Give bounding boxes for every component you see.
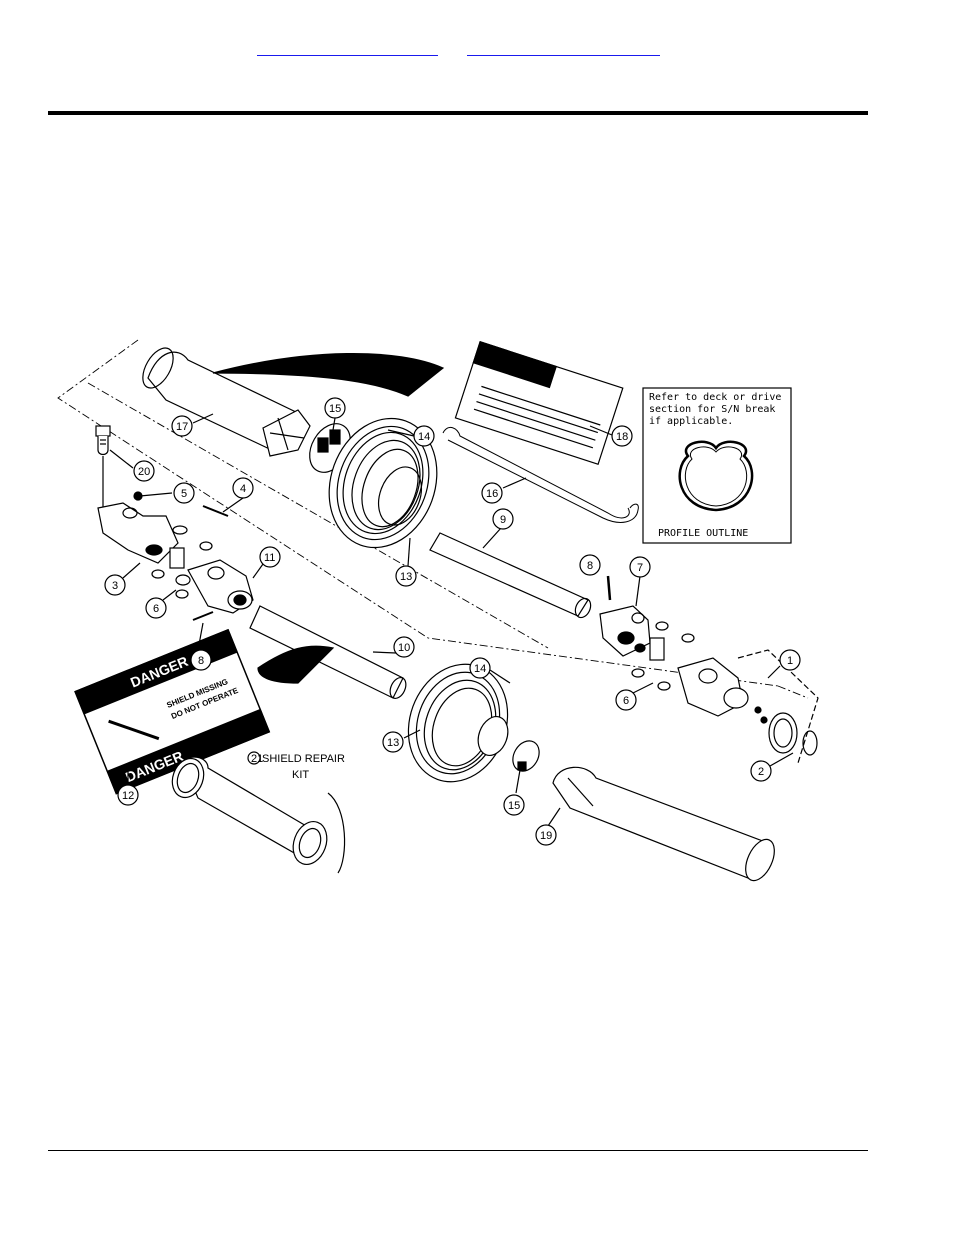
bearing-ring-lower xyxy=(512,740,540,772)
svg-text:4: 4 xyxy=(240,483,246,495)
svg-text:5: 5 xyxy=(181,488,187,500)
shield-repair-kit: 21 SHIELD REPAIR KIT xyxy=(171,751,346,874)
exploded-parts-diagram: Refer to deck or drive section for S/N b… xyxy=(48,338,838,883)
kit-number: 21 xyxy=(251,753,263,765)
inner-shield-cone-lower xyxy=(407,663,509,783)
note-box: Refer to deck or drive section for S/N b… xyxy=(642,387,792,544)
assembly-frame xyxy=(57,339,809,699)
callout-6-right: 6 xyxy=(615,682,654,711)
callout-8-left: 8 xyxy=(190,622,212,671)
svg-text:13: 13 xyxy=(400,571,412,583)
callout-15-lower: 15 xyxy=(503,769,525,816)
callout-14-lower: 14 xyxy=(469,657,511,684)
svg-text:17: 17 xyxy=(176,421,188,433)
callout-18: 18 xyxy=(589,425,633,447)
cross-bearing-right xyxy=(631,621,695,691)
callout-5: 5 xyxy=(139,482,195,504)
callout-20: 20 xyxy=(109,449,155,482)
svg-text:19: 19 xyxy=(540,830,552,842)
footer-rule xyxy=(48,1150,868,1151)
svg-text:2: 2 xyxy=(758,766,764,778)
svg-text:13: 13 xyxy=(387,737,399,749)
yoke-left xyxy=(97,491,229,564)
svg-text:15: 15 xyxy=(508,800,520,812)
svg-text:6: 6 xyxy=(623,695,629,707)
lunger-decal xyxy=(454,341,624,465)
svg-text:16: 16 xyxy=(486,488,498,500)
header-rule xyxy=(48,111,868,115)
note-line-1: Refer to deck or drive xyxy=(649,392,781,403)
yoke-middle xyxy=(187,559,254,621)
callout-11: 11 xyxy=(252,546,281,579)
svg-text:11: 11 xyxy=(264,552,275,564)
cross-bearing-left xyxy=(151,525,213,599)
callout-7: 7 xyxy=(629,556,651,607)
clutch-hub xyxy=(737,649,819,764)
header-link-left[interactable] xyxy=(257,43,438,56)
svg-text:1: 1 xyxy=(787,655,793,667)
safety-chain xyxy=(442,426,639,523)
svg-text:15: 15 xyxy=(329,403,341,415)
svg-text:6: 6 xyxy=(153,603,159,615)
svg-text:14: 14 xyxy=(418,431,430,443)
outer-shield-tube-lower xyxy=(552,766,775,882)
callout-13-lower: 13 xyxy=(382,729,421,753)
svg-text:8: 8 xyxy=(587,560,593,572)
yoke-far-right xyxy=(677,657,768,724)
kit-label-line-2: KIT xyxy=(292,769,309,781)
callout-16: 16 xyxy=(481,477,527,504)
callout-8-right: 8 xyxy=(579,554,601,576)
inner-tube-upper xyxy=(429,532,592,619)
callout-10: 10 xyxy=(372,636,415,658)
outer-shield-tube-upper xyxy=(142,347,445,457)
svg-text:12: 12 xyxy=(122,790,134,802)
note-line-3: if applicable. xyxy=(649,416,733,427)
svg-text:3: 3 xyxy=(112,580,118,592)
svg-text:7: 7 xyxy=(637,562,643,574)
svg-text:20: 20 xyxy=(138,466,150,478)
callout-3: 3 xyxy=(104,562,141,596)
svg-text:8: 8 xyxy=(198,655,204,667)
profile-outline-caption: PROFILE OUTLINE xyxy=(658,528,748,539)
svg-text:14: 14 xyxy=(474,663,486,675)
inner-tube-lower xyxy=(249,605,407,699)
header-link-right[interactable] xyxy=(467,43,660,56)
callout-numbers: 17 15 14 18 20 5 4 16 9 13 11 3 6 8 8 7 … xyxy=(104,397,801,846)
callout-6-left: 6 xyxy=(145,589,177,619)
svg-text:10: 10 xyxy=(398,642,410,654)
callout-17: 17 xyxy=(171,413,214,437)
inner-shield-cone-upper xyxy=(328,417,438,549)
callout-12: 12 xyxy=(117,768,139,806)
lock-pin-assembly xyxy=(95,425,111,510)
callout-2: 2 xyxy=(750,752,794,782)
svg-text:9: 9 xyxy=(500,514,506,526)
callout-13-upper: 13 xyxy=(395,537,417,587)
callout-4: 4 xyxy=(222,477,254,513)
danger-decal: DANGER DANGER SHIELD MISSING DO NOT OPER… xyxy=(74,628,271,795)
callout-19: 19 xyxy=(535,807,561,846)
callout-15-upper: 15 xyxy=(324,397,346,431)
callout-9: 9 xyxy=(482,508,514,549)
callout-14-upper: 14 xyxy=(387,425,435,447)
callout-1: 1 xyxy=(767,649,801,679)
kit-label-line-1: SHIELD REPAIR xyxy=(262,753,345,765)
svg-text:18: 18 xyxy=(616,431,628,443)
note-line-2: section for S/N break xyxy=(649,404,775,415)
